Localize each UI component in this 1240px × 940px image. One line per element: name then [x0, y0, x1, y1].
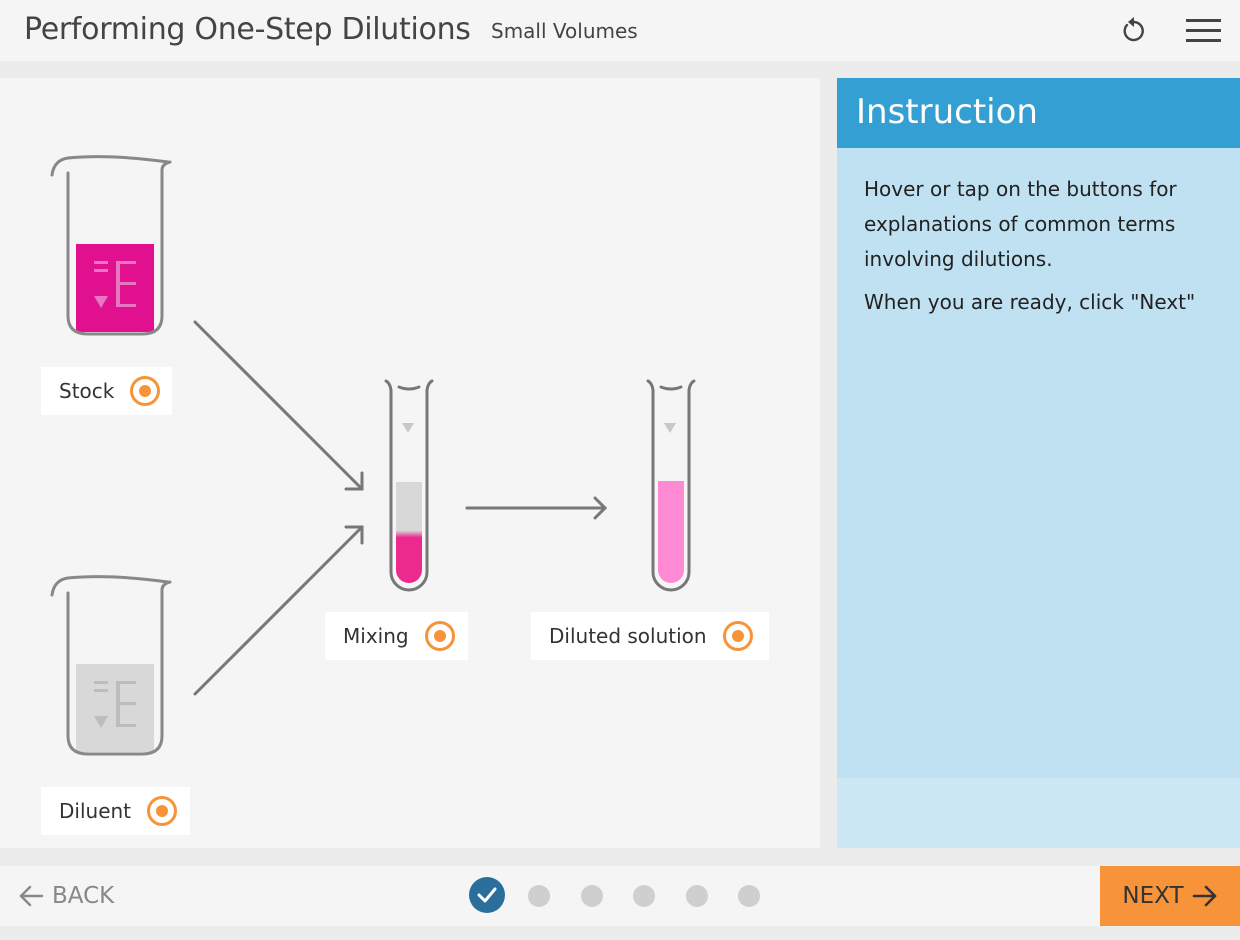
- reset-button[interactable]: [1117, 14, 1151, 48]
- next-label: NEXT: [1122, 883, 1184, 909]
- diluted-solution-label: Diluted solution: [549, 624, 707, 648]
- progress-step-1-completed[interactable]: [469, 877, 505, 913]
- footer-navigation: BACK NEXT: [0, 866, 1240, 926]
- arrow-right-icon: [1192, 885, 1216, 907]
- instruction-paragraph: When you are ready, click "Next": [864, 290, 1196, 314]
- diluted-solution-label-button[interactable]: Diluted solution: [531, 612, 769, 660]
- arrow-diluent-to-mixing: [193, 525, 364, 696]
- progress-step-5[interactable]: [686, 885, 708, 907]
- page-subtitle: Small Volumes: [491, 19, 638, 43]
- mixing-test-tube: [384, 379, 434, 592]
- instruction-title: Instruction: [856, 92, 1038, 132]
- arrow-mixing-to-diluted: [465, 496, 608, 520]
- progress-step-4[interactable]: [633, 885, 655, 907]
- diluent-graduation-icon: [94, 681, 136, 728]
- back-label: BACK: [52, 883, 115, 909]
- diluent-label: Diluent: [59, 799, 132, 823]
- progress-step-6[interactable]: [738, 885, 760, 907]
- mixing-label-button[interactable]: Mixing: [325, 612, 468, 660]
- stock-graduation-icon: [94, 261, 136, 308]
- arrow-left-icon: [19, 885, 44, 907]
- diluted-solution-hotspot-icon[interactable]: [722, 621, 753, 651]
- dilution-diagram: [50, 155, 696, 756]
- instruction-panel: Instruction Hover or tap on the buttons …: [837, 78, 1240, 848]
- progress-step-3[interactable]: [581, 885, 603, 907]
- next-button[interactable]: NEXT: [1100, 866, 1240, 926]
- simulation-stage: Stock Diluent Mixing Diluted solution: [0, 78, 820, 848]
- stock-hotspot-icon[interactable]: [130, 376, 161, 406]
- back-button[interactable]: BACK: [18, 878, 114, 914]
- reset-icon: [1123, 17, 1144, 42]
- hamburger-menu-icon: [1186, 19, 1221, 42]
- instruction-paragraph: Hover or tap on the buttons for explanat…: [864, 177, 1177, 271]
- stock-beaker: [50, 155, 172, 336]
- diluted-test-tube: [646, 379, 696, 592]
- instruction-footer: [837, 778, 1240, 848]
- arrow-stock-to-mixing: [193, 320, 364, 491]
- checkmark-icon: [477, 887, 497, 903]
- instruction-body: Hover or tap on the buttons for explanat…: [864, 172, 1214, 328]
- page-title: Performing One-Step Dilutions: [24, 12, 471, 47]
- diluent-label-button[interactable]: Diluent: [41, 787, 190, 835]
- menu-button[interactable]: [1184, 14, 1224, 48]
- diluent-hotspot-icon[interactable]: [147, 796, 178, 826]
- header: Performing One-Step Dilutions Small Volu…: [0, 0, 1240, 61]
- stock-label-button[interactable]: Stock: [41, 367, 172, 415]
- instruction-header: Instruction: [837, 78, 1240, 148]
- diluent-beaker: [50, 575, 172, 756]
- mixing-hotspot-icon[interactable]: [424, 621, 455, 651]
- mixing-label: Mixing: [343, 624, 409, 648]
- progress-step-2[interactable]: [528, 885, 550, 907]
- stock-label: Stock: [59, 379, 115, 403]
